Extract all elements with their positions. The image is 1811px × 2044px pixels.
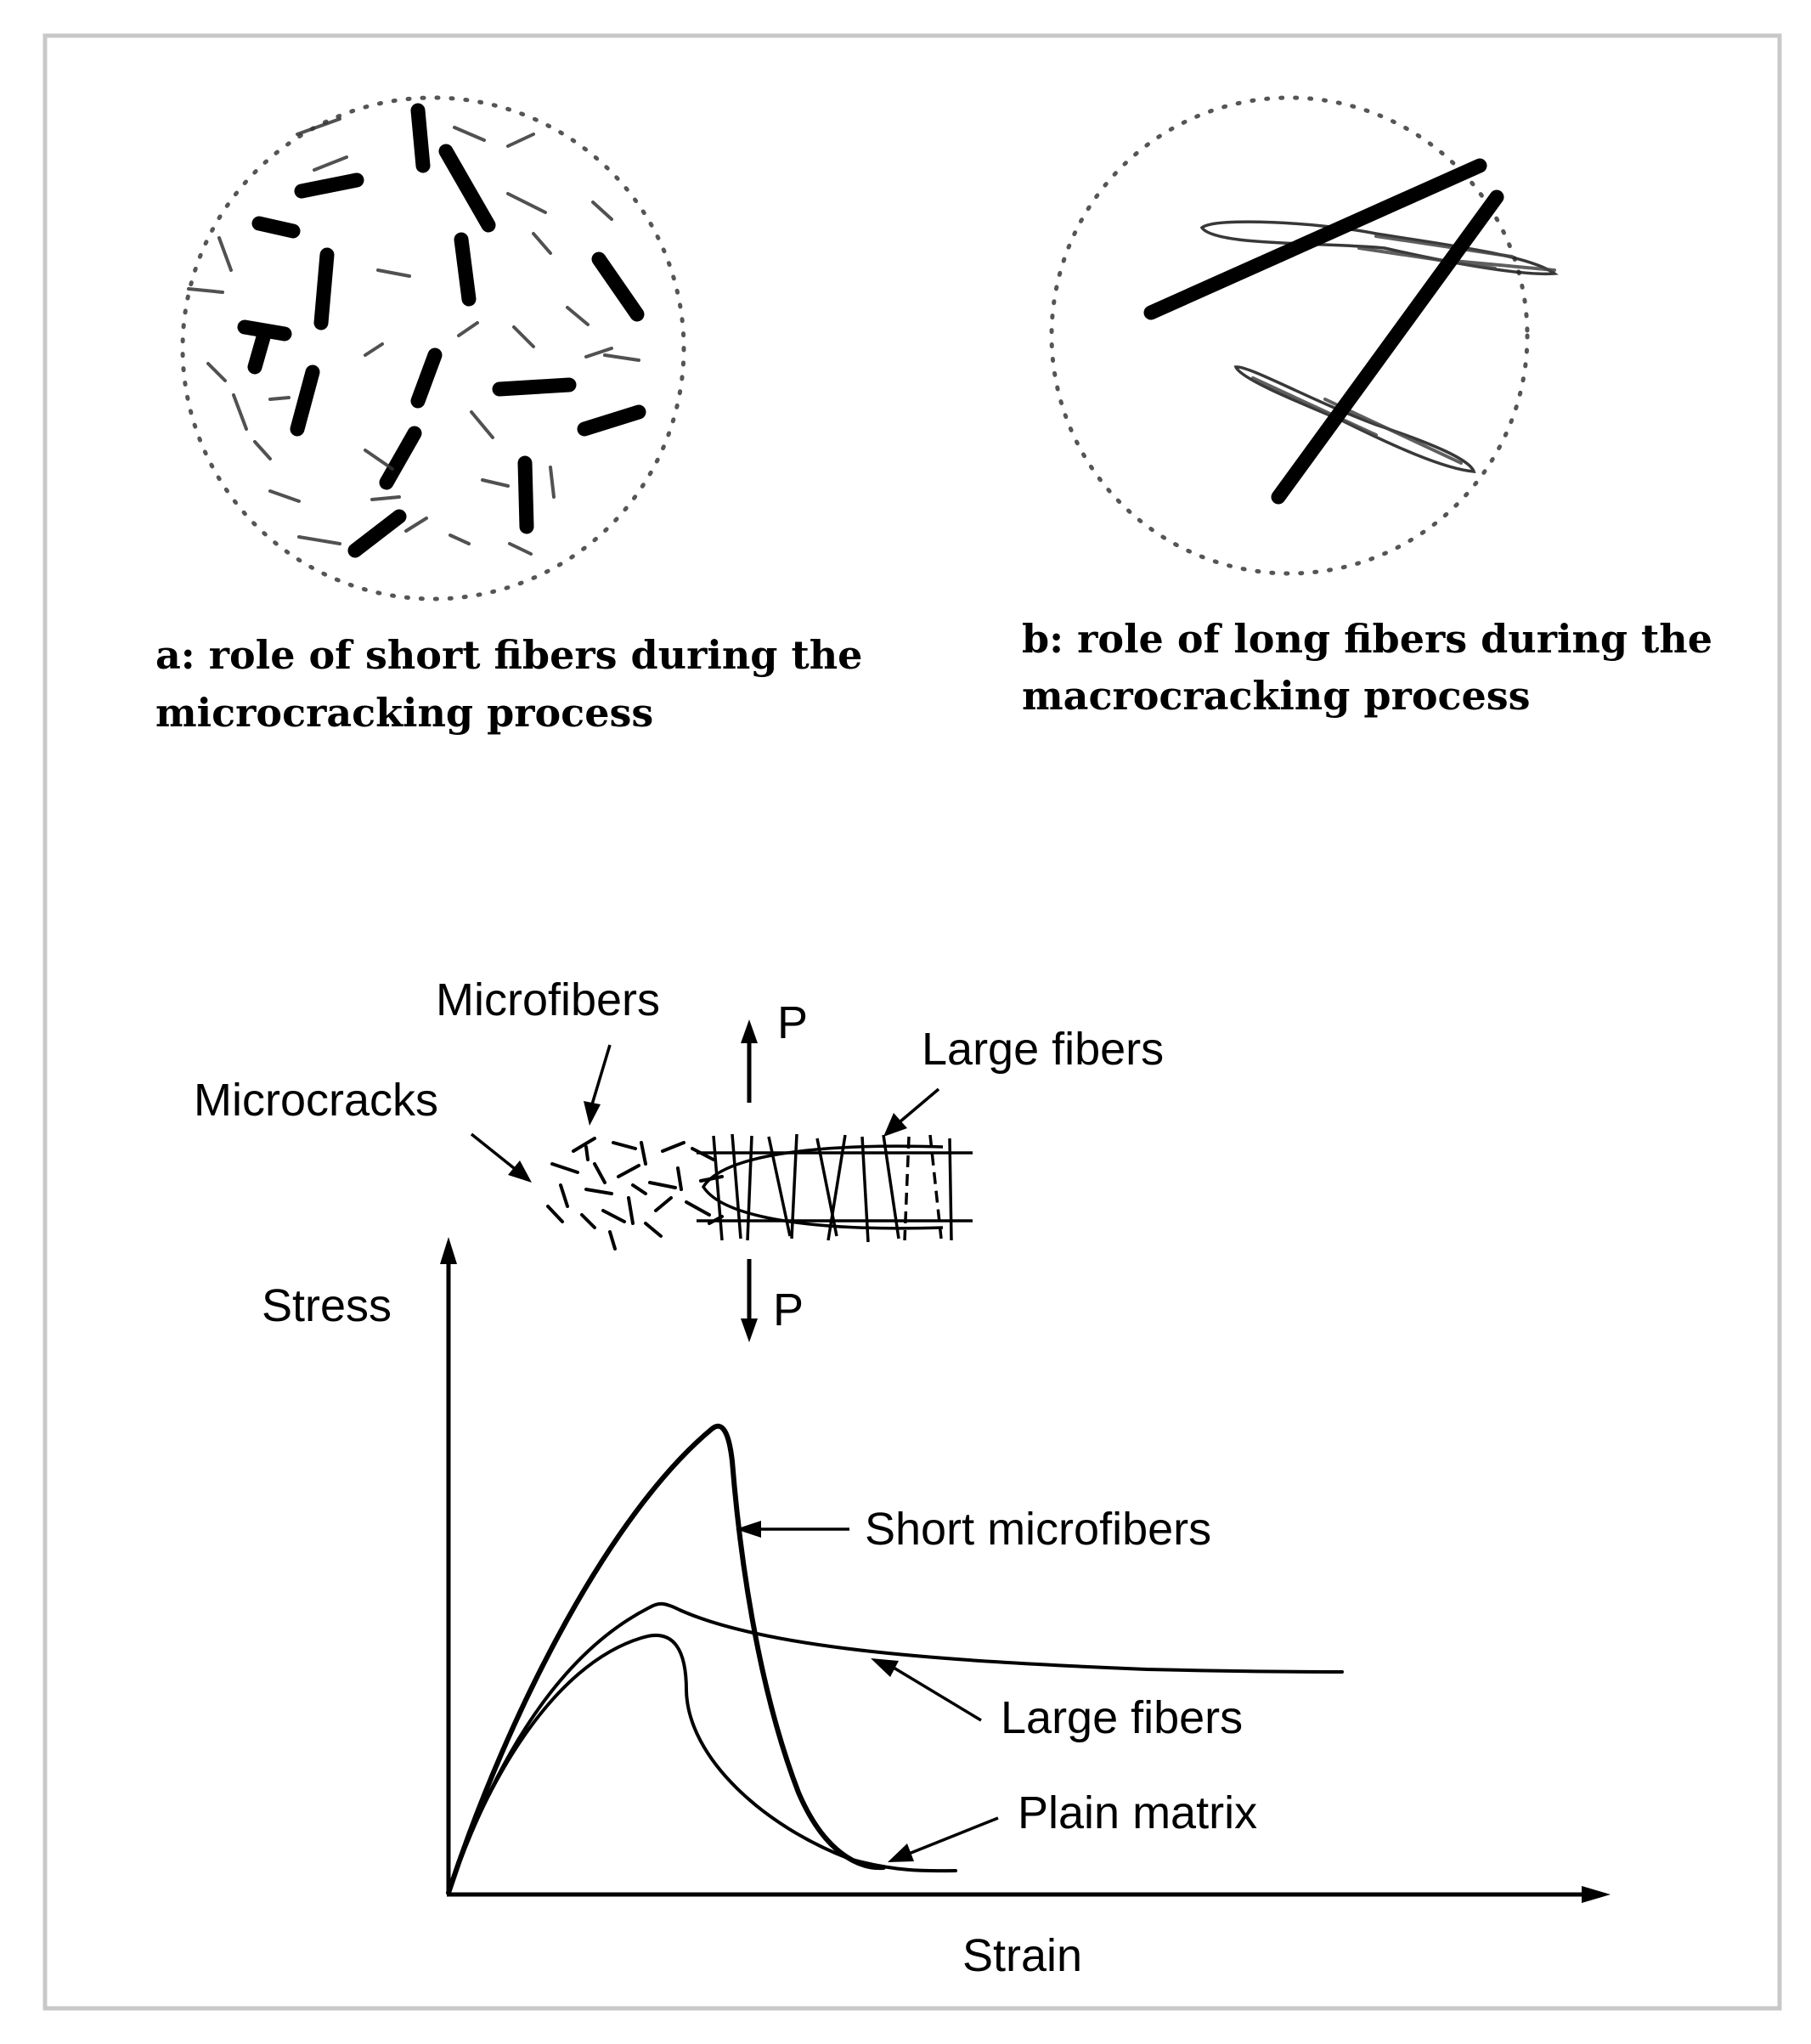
panel-b-thin-fibers [1251, 234, 1556, 465]
load-top-label: P [777, 997, 808, 1048]
microcrack-cluster [546, 1137, 724, 1251]
large-fibers-region [697, 1133, 973, 1243]
load-arrow-top [741, 1019, 758, 1103]
curve-short-microfibers-label: Short microfibers [865, 1504, 1211, 1555]
curve-plain-matrix [447, 1634, 957, 1894]
load-bottom-label: P [773, 1285, 804, 1335]
curve-large-fibers-label: Large fibers [1001, 1692, 1243, 1743]
x-axis [447, 1886, 1611, 1903]
large-fibers-specimen-label: Large fibers [922, 1024, 1164, 1075]
panel-a-thick-fibers [237, 103, 646, 558]
short-microfibers-leader [736, 1521, 849, 1538]
microfibers-leader [584, 1044, 612, 1126]
stress-strain-graph: Stress Strain Short microfibers Large fi… [262, 1237, 1611, 1981]
curve-plain-matrix-label: Plain matrix [1018, 1787, 1257, 1838]
large-fibers-leader [883, 1087, 940, 1137]
curve-large-fibers [447, 1601, 1344, 1894]
panel-b-boundary [1049, 95, 1530, 576]
y-axis [440, 1237, 457, 1894]
curve-short-microfibers [446, 1423, 886, 1895]
panel-a-caption-line2: microcracking process [155, 690, 653, 736]
microfibers-label: Microfibers [436, 974, 660, 1025]
panel-a-caption-line1: a: role of short fibers during the [155, 632, 862, 678]
plain-matrix-leader [888, 1816, 999, 1862]
panel-a-boundary [180, 95, 686, 601]
load-arrow-bottom [741, 1259, 758, 1342]
microcracks-label: Microcracks [194, 1075, 438, 1126]
large-fibers-curve-leader [871, 1658, 982, 1722]
figure-frame [42, 33, 1782, 2011]
panel-a-short-fibers: a: role of short fibers during the micro… [155, 95, 862, 736]
specimen-schematic: Microfibers Microcracks Large fibers P P [194, 974, 1164, 1342]
panel-b-caption-line2: macrocracking process [1022, 673, 1531, 719]
panel-b-thick-fibers [1143, 158, 1504, 505]
microcracks-leader [470, 1132, 532, 1183]
x-axis-label: Strain [962, 1930, 1082, 1981]
panel-b-caption-line1: b: role of long fibers during the [1022, 616, 1712, 662]
panel-a-thin-fibers [187, 117, 640, 556]
y-axis-label: Stress [262, 1280, 392, 1331]
panel-b-long-fibers: b: role of long fibers during the macroc… [1022, 95, 1712, 719]
